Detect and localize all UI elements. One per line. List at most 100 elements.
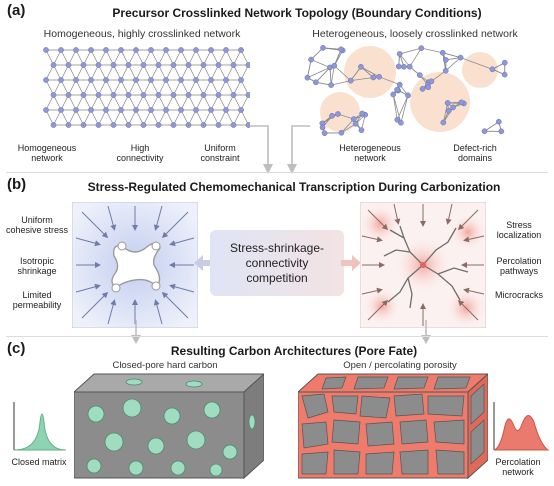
- competition-text: Stress-shrinkage-connectivity competitio…: [229, 240, 325, 285]
- network-node: [458, 99, 465, 106]
- network-node: [245, 62, 250, 68]
- network-node: [331, 62, 338, 69]
- network-node: [155, 122, 162, 128]
- heterogeneous-network-diagram: [304, 44, 508, 137]
- network-node: [442, 67, 449, 74]
- network-node: [103, 107, 109, 113]
- panel-c-title: Resulting Carbon Architectures (Pore Fat…: [170, 344, 418, 358]
- network-node: [65, 92, 72, 98]
- defect-domain: [462, 52, 498, 88]
- double-arrow-left: [194, 255, 214, 271]
- network-node: [401, 63, 407, 70]
- network-node: [238, 107, 244, 113]
- double-arrow-right: [341, 255, 361, 271]
- network-node: [80, 92, 87, 98]
- network-node: [359, 110, 366, 117]
- network-node: [80, 122, 87, 128]
- competition-box: Stress-shrinkage-connectivity competitio…: [210, 230, 344, 296]
- network-node: [140, 62, 147, 68]
- network-node: [238, 47, 244, 53]
- network-node: [308, 56, 314, 63]
- network-node: [440, 119, 447, 126]
- network-node: [396, 51, 403, 57]
- network-node: [43, 47, 49, 53]
- network-node: [481, 128, 488, 135]
- panel-b-title: Stress-Regulated Chemomechanical Transcr…: [87, 180, 501, 194]
- network-node: [390, 91, 397, 98]
- network-node: [133, 77, 139, 83]
- network-node: [110, 92, 117, 98]
- panel-c-left-subtitle: Closed-pore hard carbon: [112, 360, 218, 371]
- network-node: [73, 107, 79, 113]
- network-node: [185, 122, 192, 128]
- network-node: [43, 107, 49, 113]
- network-node: [347, 77, 354, 84]
- network-node: [439, 49, 446, 56]
- isotropic-stress-square: [72, 202, 198, 328]
- label-homogeneous-network: Homogeneous network: [17, 143, 77, 163]
- network-node: [193, 107, 199, 113]
- network-node: [58, 77, 64, 83]
- network-node: [445, 108, 452, 114]
- network-node: [58, 107, 64, 113]
- network-node: [370, 74, 377, 81]
- network-node: [148, 107, 154, 113]
- panel-c-tag: (c): [7, 340, 26, 357]
- network-node: [125, 62, 132, 68]
- localized-stress-square: [360, 202, 486, 328]
- network-node: [103, 47, 109, 53]
- network-node: [208, 107, 214, 113]
- network-node: [125, 122, 132, 128]
- network-node: [352, 120, 359, 127]
- network-node: [43, 77, 49, 83]
- network-node: [376, 73, 383, 80]
- network-node: [419, 86, 426, 92]
- network-node: [489, 66, 496, 73]
- network-node: [133, 107, 139, 113]
- network-node: [193, 47, 199, 53]
- network-node: [319, 124, 326, 131]
- label-high-connectivity: High connectivity: [116, 143, 164, 163]
- network-node: [118, 107, 124, 113]
- network-node: [215, 122, 222, 128]
- network-node: [170, 122, 177, 128]
- network-node: [238, 77, 244, 83]
- network-node: [88, 47, 94, 53]
- network-node: [501, 59, 508, 66]
- network-node: [215, 62, 222, 68]
- network-node: [140, 92, 147, 98]
- network-node: [185, 92, 192, 98]
- network-node: [95, 62, 102, 68]
- network-node: [163, 107, 169, 113]
- network-node: [155, 92, 162, 98]
- network-node: [155, 62, 162, 68]
- network-node: [329, 112, 335, 119]
- network-node: [193, 77, 199, 83]
- network-node: [200, 92, 207, 98]
- network-node: [88, 107, 94, 113]
- network-node: [245, 122, 250, 128]
- network-node: [350, 116, 357, 122]
- network-node: [230, 122, 237, 128]
- network-node: [405, 92, 411, 99]
- network-node: [140, 122, 147, 128]
- network-node: [338, 129, 345, 136]
- panel-c-right-subtitle: Open / percolating porosity: [343, 360, 457, 371]
- network-node: [163, 77, 169, 83]
- network-node: [501, 71, 508, 78]
- network-node: [65, 122, 72, 128]
- defect-domain: [320, 92, 360, 132]
- label-uniform-cohesive-stress: Uniform cohesive stress: [5, 215, 69, 235]
- network-node: [394, 116, 401, 123]
- panel-a-tag: (a): [7, 2, 26, 19]
- network-node: [118, 47, 124, 53]
- network-node: [450, 104, 456, 111]
- panel-a-left-subtitle: Homogeneous, highly crosslinked network: [43, 28, 241, 40]
- network-node: [178, 77, 184, 83]
- network-node: [80, 62, 87, 68]
- network-node: [313, 79, 319, 86]
- network-node: [208, 77, 214, 83]
- network-node: [321, 130, 328, 137]
- network-node: [133, 47, 139, 53]
- network-node: [95, 122, 102, 128]
